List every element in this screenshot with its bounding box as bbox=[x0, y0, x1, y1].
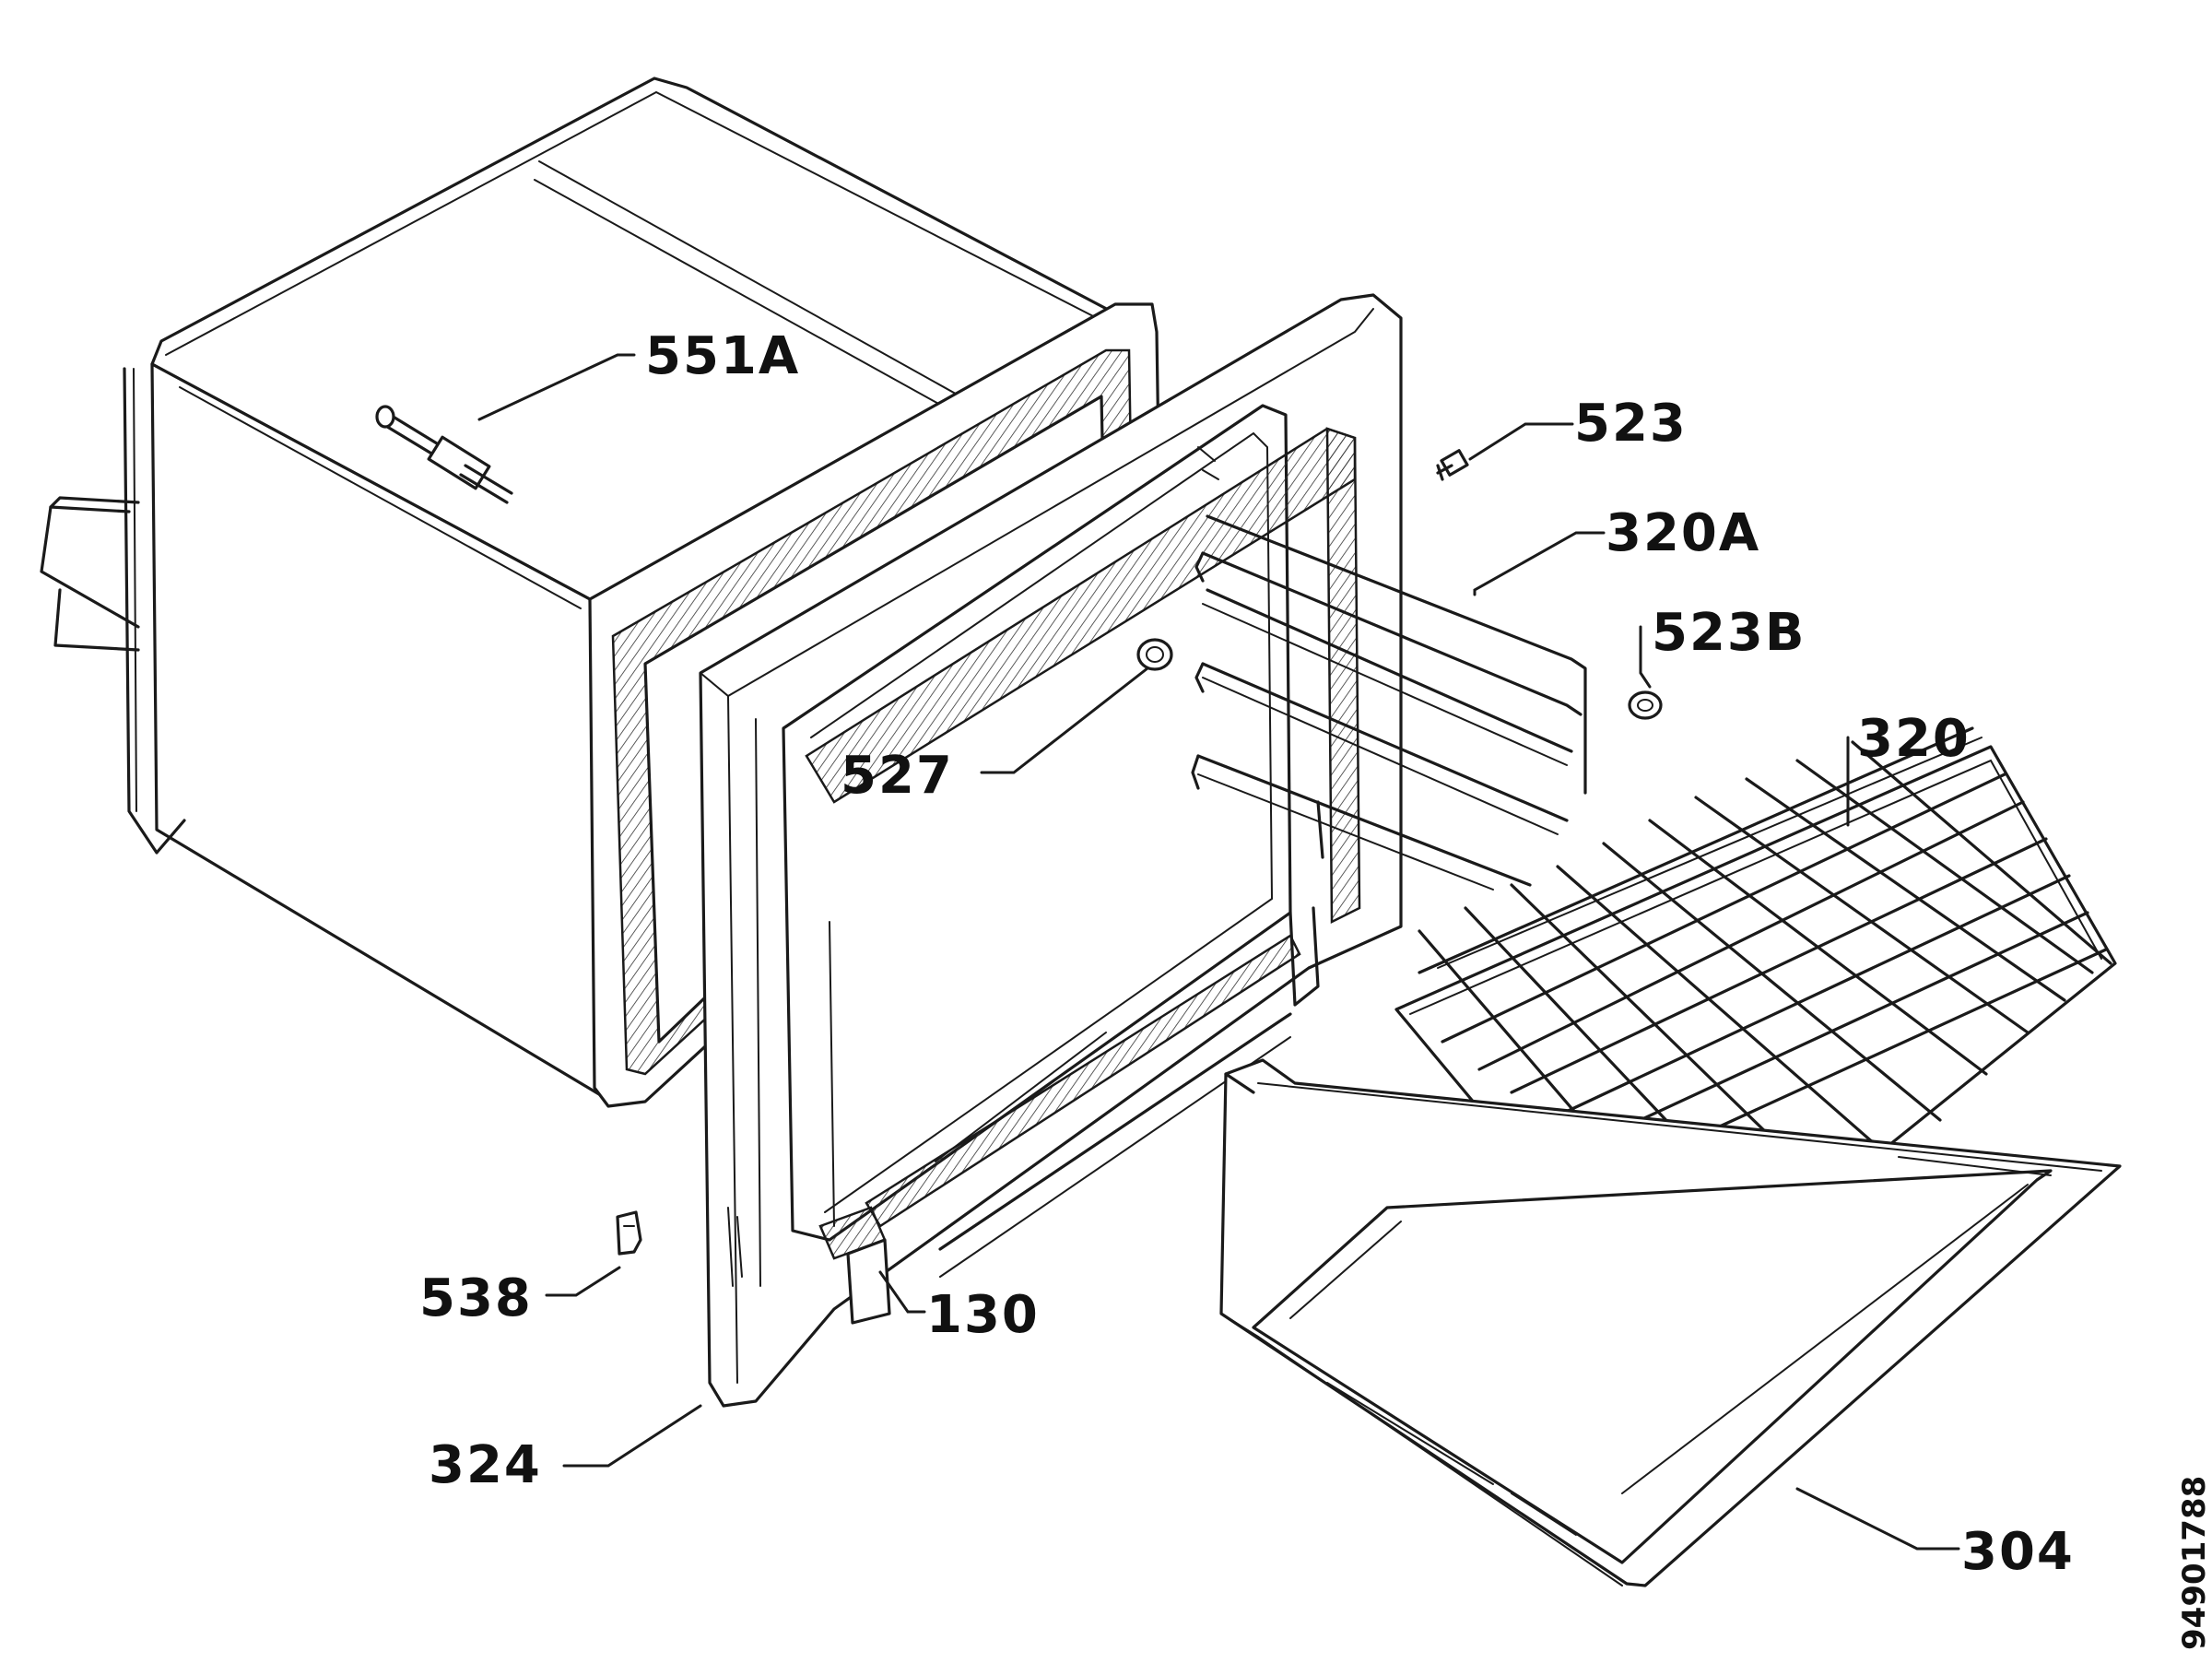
label-324: 324 bbox=[429, 1435, 542, 1495]
door-frame bbox=[699, 293, 1403, 1408]
baking-tray bbox=[1219, 1058, 2122, 1587]
label-304: 304 bbox=[1961, 1522, 2075, 1582]
thermostat-sensor bbox=[375, 405, 513, 504]
label-130: 130 bbox=[926, 1285, 1040, 1345]
label-320a: 320A bbox=[1606, 503, 1760, 563]
screw-523 bbox=[1436, 449, 1469, 481]
leader-lines bbox=[477, 353, 1960, 1551]
label-320: 320 bbox=[1857, 709, 1971, 769]
label-538: 538 bbox=[419, 1268, 533, 1328]
side-shelf-runner bbox=[1191, 514, 1587, 891]
part-labels: 551A 523 320A 523B 320 527 538 130 324 3… bbox=[419, 326, 2075, 1582]
label-527: 527 bbox=[841, 746, 954, 806]
nut-523b bbox=[1628, 690, 1663, 720]
label-551a: 551A bbox=[645, 326, 800, 386]
lamp-527 bbox=[1136, 638, 1173, 671]
label-523b: 523B bbox=[1652, 603, 1806, 663]
clip-538 bbox=[616, 1210, 642, 1256]
label-523: 523 bbox=[1574, 394, 1688, 454]
document-number: 94901788 bbox=[2176, 1476, 2212, 1650]
